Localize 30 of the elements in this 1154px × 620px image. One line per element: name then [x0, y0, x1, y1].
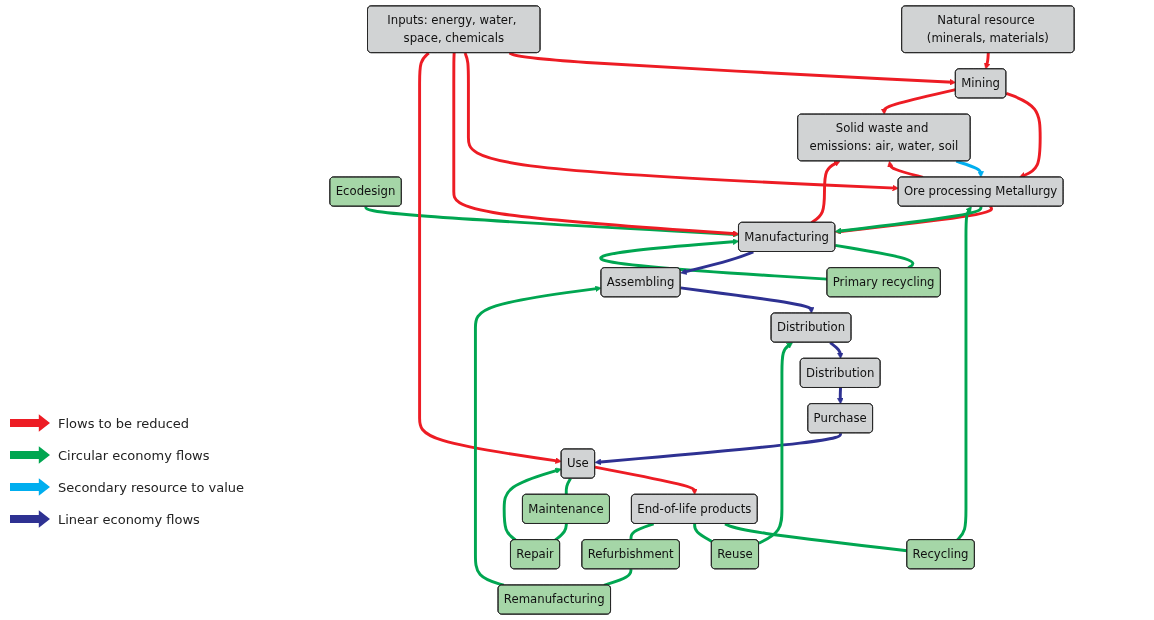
- arrow: [758, 342, 793, 545]
- arrow: [418, 51, 562, 464]
- arrow: [452, 52, 740, 237]
- arrow: [984, 52, 991, 70]
- arrow: [680, 286, 815, 314]
- arrow: [837, 387, 844, 405]
- connector: [554, 523, 568, 542]
- arrow: [956, 206, 972, 541]
- legend-label: Flows to be reduced: [58, 415, 190, 431]
- arrow: [594, 465, 698, 495]
- arrow: [473, 285, 602, 587]
- arrow: [364, 205, 740, 238]
- legend-label: Secondary resource to value: [58, 479, 245, 495]
- connector: [629, 522, 655, 540]
- arrow: [955, 159, 984, 178]
- arrow: [600, 238, 828, 281]
- arrow: [810, 160, 841, 224]
- arrow: [502, 467, 562, 542]
- legend-label: Circular economy flows: [58, 447, 210, 463]
- arrow: [880, 88, 956, 115]
- arrow: [829, 341, 844, 359]
- connector: [603, 569, 633, 587]
- connector: [693, 523, 713, 543]
- arrow: [594, 432, 842, 466]
- arrow: [680, 250, 754, 275]
- arrow: [463, 52, 899, 192]
- connector: [564, 477, 572, 495]
- legend-label: Linear economy flows: [58, 511, 200, 527]
- connector: [724, 522, 908, 553]
- arrow: [508, 51, 956, 86]
